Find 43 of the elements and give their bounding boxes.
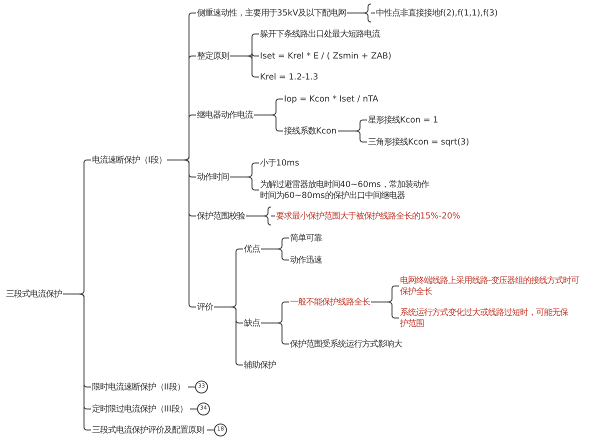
topic-label: 简单可靠 <box>290 232 322 244</box>
curly-brace <box>338 130 368 142</box>
topic-label: 限时电流速断保护（II段） <box>92 382 185 392</box>
topic-label: 保护范围受系统运行方式影响大 <box>290 338 402 350</box>
topic-label: 电网终端线路上采用线路-变压器组的接线方式时可保护全长 <box>400 275 580 297</box>
topic-label: 电流速断保护（I段） <box>92 154 166 166</box>
topic-label: 躲开下条线路出口处最大短路电流 <box>260 28 380 40</box>
topic-label: 优点 <box>244 244 260 254</box>
topic-label: 为解过避雷器放电时间40~60ms，常加装动作时间为60~80ms的保护出口中间继电器 <box>260 179 430 201</box>
topic-label: 保护范围校验 <box>197 210 245 222</box>
curly-brace <box>254 114 284 132</box>
curly-brace <box>346 4 376 22</box>
curly-brace <box>62 294 92 430</box>
curly-brace <box>260 248 290 260</box>
topic-label: 继电器动作电流 <box>197 110 253 120</box>
topic-label: Iop = Kcon * Iset / nTA <box>284 94 378 104</box>
topic-label: 三段式电流保护评价及配置原则 <box>92 424 204 436</box>
curly-brace <box>230 56 260 78</box>
topic-label: 三角形接线Kcon = sqrt(3) <box>368 136 470 148</box>
topic-label: 要求最小保护范围大于被保护线路全长的15%-20% <box>276 210 460 222</box>
topic-label: 评价 <box>197 302 213 312</box>
topic-label: 侧重速动性，主要用于35kV及以下配电网 <box>197 8 346 18</box>
topic-label: Krel = 1.2-1.3 <box>260 72 318 82</box>
topic-label: 动作时间 <box>197 172 229 182</box>
connector-line <box>188 386 196 388</box>
topic-label: 定时限过电流保护（III段） <box>92 404 188 414</box>
topic-label: 系统运行方式变化过大或线路过短时，可能无保护范围 <box>400 307 572 329</box>
topic-label: 小于10ms <box>260 158 300 168</box>
topic-label: 三段式电流保护 <box>6 288 62 300</box>
topic-label: 缺点 <box>244 318 260 328</box>
connector-line <box>190 408 198 410</box>
topic-label: 中性点非直接接地f(2),f(1,1),f(3) <box>376 8 498 18</box>
topic-label: 整定原则 <box>197 50 229 62</box>
curly-brace <box>370 302 400 318</box>
topic-label: 动作迅速 <box>290 254 322 266</box>
curly-brace <box>230 176 260 190</box>
topic-label: 星形接线Kcon = 1 <box>368 114 438 126</box>
topic-label: 接线系数Kcon <box>284 126 337 136</box>
topic-label: 一般不能保护线路全长 <box>290 296 370 308</box>
topic-label: 辅助保护 <box>244 360 276 370</box>
curly-brace <box>246 206 276 226</box>
topic-label: Iset = Krel * E / ( Zsmin + ZAB) <box>260 50 392 62</box>
curly-brace <box>166 160 196 308</box>
